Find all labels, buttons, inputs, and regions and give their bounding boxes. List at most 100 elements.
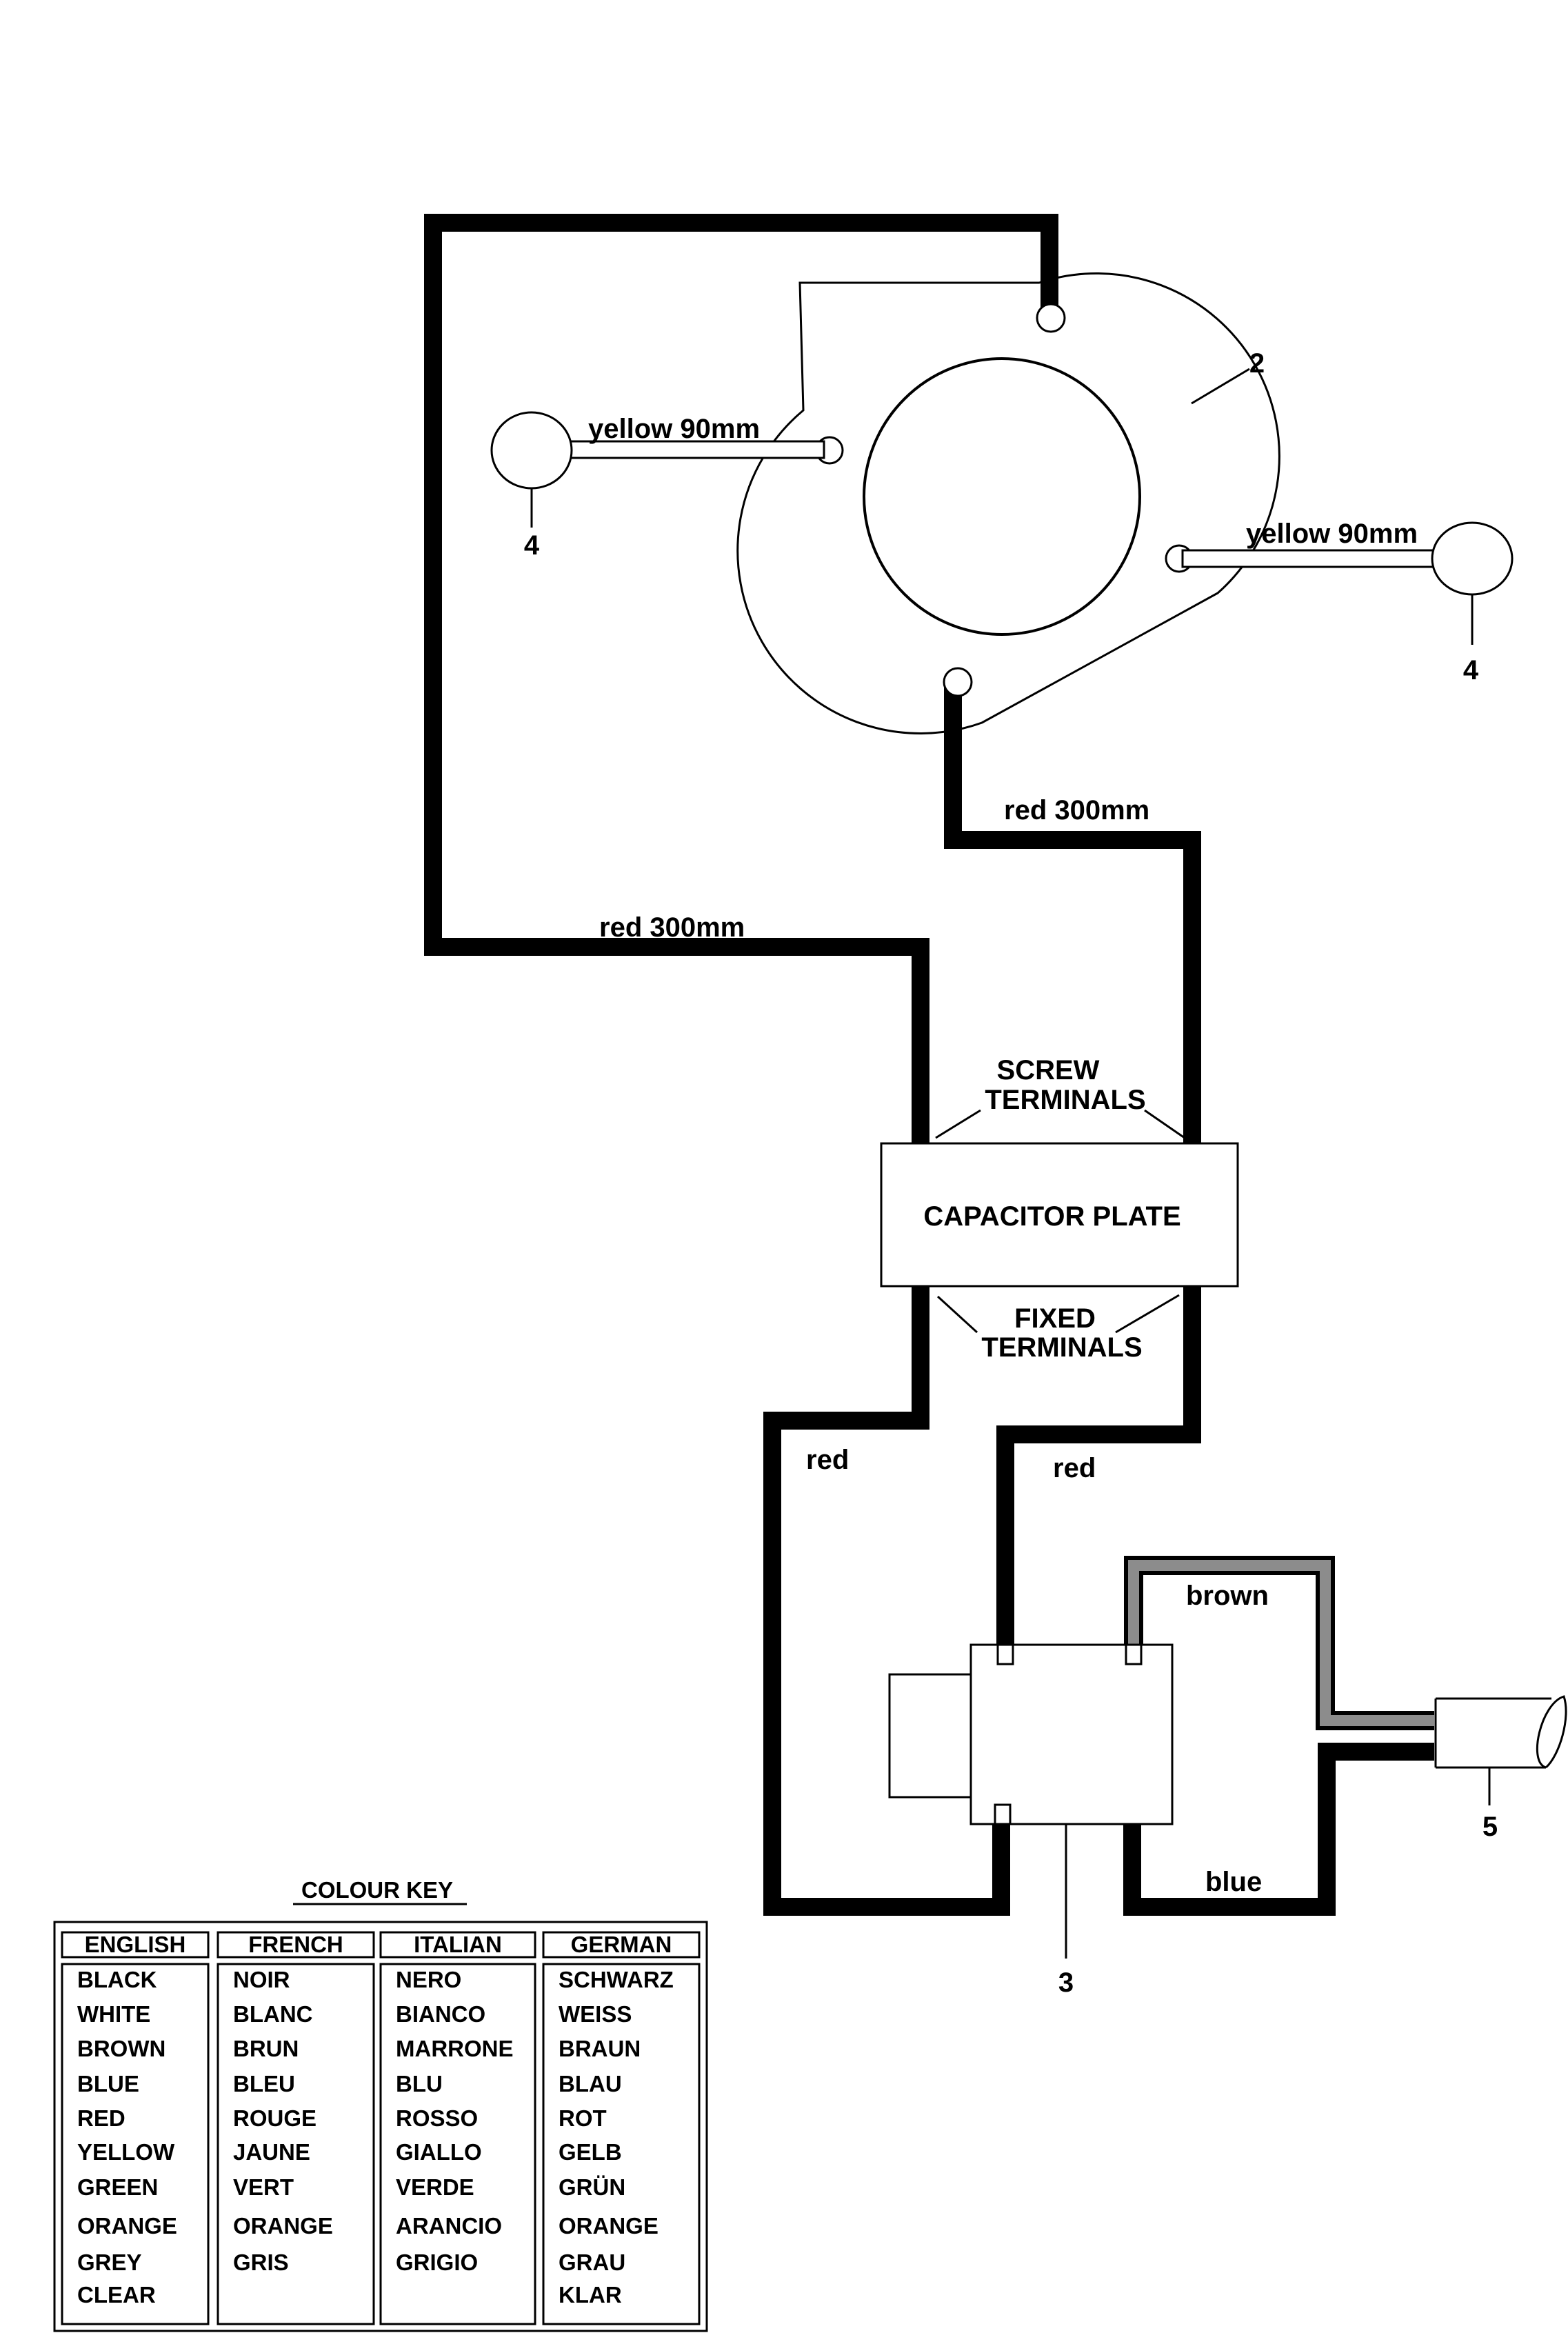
callout-switch: 3 xyxy=(1058,1967,1074,1998)
label-blue: blue xyxy=(1205,1867,1262,1897)
mains-cable-end xyxy=(1536,1695,1567,1769)
switch-terminal-bottom-left xyxy=(994,1803,1012,1825)
motor-stator xyxy=(736,272,1280,734)
colour-key-header-box-1 xyxy=(217,1931,375,1959)
colour-key-cell: RED xyxy=(77,2105,125,2131)
colour-key-header-german: GERMAN xyxy=(571,1932,672,1957)
capacitor-plate: CAPACITOR PLATE SCREW TERMINALS FIXED TE… xyxy=(880,1055,1239,1363)
colour-key-cell: NERO xyxy=(396,1967,461,1992)
yellow-lead-left xyxy=(490,411,825,528)
label-brown: brown xyxy=(1186,1581,1269,1611)
yellow-lead-right xyxy=(1181,521,1514,645)
fixed-terminals-label-line2: TERMINALS xyxy=(981,1332,1142,1363)
colour-key-cell: ROSSO xyxy=(396,2105,478,2131)
colour-key-cell: JAUNE xyxy=(233,2139,310,2165)
label-red-switch-right: red xyxy=(1053,1453,1096,1483)
colour-key-cell: NOIR xyxy=(233,1967,290,1992)
fixed-terminal-leader-left xyxy=(936,1295,978,1334)
colour-key-cell: KLAR xyxy=(559,2282,622,2307)
colour-key-cell: BRUN xyxy=(233,2036,299,2061)
screw-terminal-leader-right xyxy=(1144,1109,1185,1139)
colour-key-cell: ORANGE xyxy=(77,2213,177,2239)
colour-key-header-italian: ITALIAN xyxy=(414,1932,502,1957)
colour-key-cell: BROWN xyxy=(77,2036,165,2061)
colour-key-cell: WEISS xyxy=(559,2001,632,2027)
switch-body xyxy=(969,1643,1174,1825)
colour-key-header-box-3 xyxy=(542,1931,701,1959)
colour-key-cell: GELB xyxy=(559,2139,622,2165)
wire-blue xyxy=(1123,1743,1434,1916)
label-red-switch-left: red xyxy=(806,1445,849,1475)
carbon-brush-right xyxy=(1431,521,1514,596)
mains-cable xyxy=(1434,1695,1567,1805)
wire-brown-fill xyxy=(1128,1560,1434,1726)
wire-red-switch-right xyxy=(996,1286,1201,1647)
colour-key-header-box-2 xyxy=(379,1931,536,1959)
wire-red-lower xyxy=(944,683,1201,1143)
capacitor-plate-box xyxy=(880,1142,1239,1288)
label-red-lower: red 300mm xyxy=(1004,795,1149,825)
switch-trigger xyxy=(888,1673,972,1799)
wire-brown-outline xyxy=(1124,1556,1434,1730)
switch-terminal-top-left xyxy=(996,1643,1014,1665)
wire-red-switch-left xyxy=(763,1286,1010,1916)
colour-key-cell: BLEU xyxy=(233,2071,295,2096)
colour-key-header-box-0 xyxy=(61,1931,210,1959)
colour-key-cell: GIALLO xyxy=(396,2139,482,2165)
colour-key-cell: BLUE xyxy=(77,2071,139,2096)
motor-terminal-top xyxy=(1036,303,1066,333)
colour-key-cell: SCHWARZ xyxy=(559,1967,674,1992)
colour-key-cell: ORANGE xyxy=(233,2213,333,2239)
screw-terminal-leader-left xyxy=(935,1109,981,1139)
label-yellow-right: yellow 90mm xyxy=(1246,519,1418,549)
colour-key-cell: BLAU xyxy=(559,2071,622,2096)
motor-armature xyxy=(863,357,1141,636)
colour-key-cell: GRIGIO xyxy=(396,2250,478,2275)
colour-key-column-box-2 xyxy=(379,1963,536,2325)
colour-key-cell: BLU xyxy=(396,2071,443,2096)
colour-key-cell: GREY xyxy=(77,2250,142,2275)
colour-key-cell: CLEAR xyxy=(77,2282,156,2307)
colour-key-header-english: ENGLISH xyxy=(85,1932,186,1957)
colour-key-column-box-0 xyxy=(61,1963,210,2325)
colour-key-cell: BIANCO xyxy=(396,2001,485,2027)
label-red-upper: red 300mm xyxy=(599,912,745,943)
colour-key: COLOUR KEY ENGLISHBLACKWHITEBROWNBLUERED… xyxy=(53,1877,708,2332)
callout-cable: 5 xyxy=(1482,1812,1498,1842)
colour-key-cell: VERDE xyxy=(396,2174,474,2200)
colour-key-cell: YELLOW xyxy=(77,2139,175,2165)
switch xyxy=(888,1643,1174,1959)
colour-key-cell: GREEN xyxy=(77,2174,158,2200)
callout-motor: 2 xyxy=(1249,348,1265,379)
label-yellow-left: yellow 90mm xyxy=(588,414,760,444)
callout-brush-left: 4 xyxy=(524,530,540,561)
fixed-terminals-label-line1: FIXED xyxy=(1014,1303,1096,1334)
mains-cable-sheath xyxy=(1434,1697,1551,1769)
colour-key-cell: BLANC xyxy=(233,2001,312,2027)
yellow-wire-right xyxy=(1181,549,1443,568)
wire-red-upper xyxy=(424,214,1058,1143)
colour-key-cell: GRÜN xyxy=(559,2174,625,2200)
colour-key-frame xyxy=(53,1921,708,2332)
colour-key-column-box-1 xyxy=(217,1963,375,2325)
colour-key-cell: ORANGE xyxy=(559,2213,659,2239)
colour-key-cell: GRAU xyxy=(559,2250,625,2275)
colour-key-column-box-3 xyxy=(542,1963,701,2325)
callout-leader-motor xyxy=(1191,368,1250,405)
colour-key-cell: ARANCIO xyxy=(396,2213,502,2239)
colour-key-cell: WHITE xyxy=(77,2001,150,2027)
colour-key-cell: BLACK xyxy=(77,1967,157,1992)
colour-key-cell: ROUGE xyxy=(233,2105,316,2131)
colour-key-header-french: FRENCH xyxy=(248,1932,343,1957)
carbon-brush-left xyxy=(490,411,573,490)
motor-terminal-bottom xyxy=(943,667,973,697)
colour-key-cell: BRAUN xyxy=(559,2036,641,2061)
motor-stator-outline xyxy=(736,272,1280,734)
screw-terminals-label-line2: TERMINALS xyxy=(985,1085,1145,1115)
screw-terminals-label-line1: SCREW xyxy=(997,1055,1100,1085)
colour-key-cell: GRIS xyxy=(233,2250,289,2275)
colour-key-cell: ROT xyxy=(559,2105,607,2131)
colour-key-cell: MARRONE xyxy=(396,2036,514,2061)
switch-terminal-top-right xyxy=(1125,1643,1143,1665)
